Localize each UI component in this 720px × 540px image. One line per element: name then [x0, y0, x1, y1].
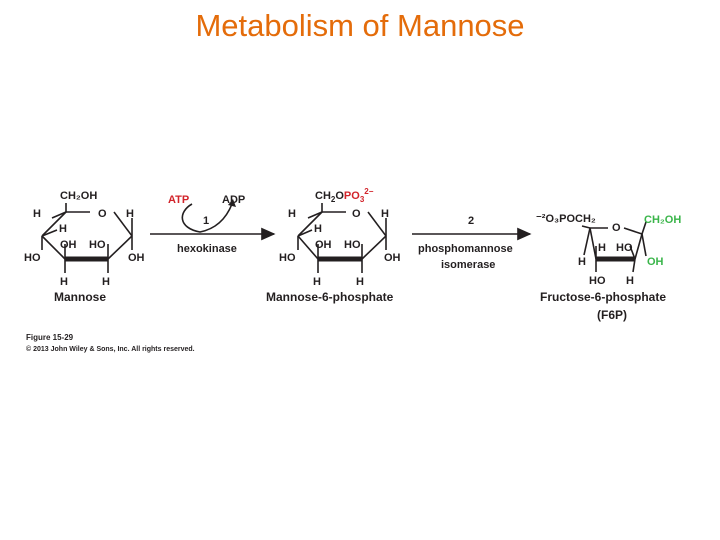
m6p-h-c1: H [381, 208, 389, 220]
page-title: Metabolism of Mannose [195, 8, 525, 43]
mannose-name: Mannose [54, 290, 106, 304]
m6p-h-c4: H [314, 223, 322, 235]
f6p-abbreviation: (F6P) [597, 308, 627, 322]
step-1-number: 1 [203, 215, 209, 227]
mannose-h-c3: H [60, 276, 68, 288]
mannose-h-c5: H [33, 208, 41, 220]
mannose-6-phosphate-structure: CH2OPO32− O H H H OH HO HO OH H H Mannos… [266, 187, 401, 304]
mannose-h-c2: H [102, 276, 110, 288]
m6p-ho-c4: HO [279, 252, 296, 264]
m6p-ring-oxygen: O [352, 208, 361, 220]
mannose-oh-c1: OH [128, 252, 145, 264]
mannose-ring-oxygen: O [98, 208, 107, 220]
figure-number: Figure 15-29 [26, 333, 74, 342]
f6p-h-c4-bottom: H [626, 275, 634, 287]
hexokinase-label: hexokinase [177, 243, 237, 255]
mannose-structure: CH₂OH O H H H OH HO HO OH H H Mannose [24, 190, 145, 304]
mannose-oh-c2: OH [60, 239, 77, 251]
atp-label: ATP [168, 194, 189, 206]
atp-adp-curved-arrow [181, 203, 233, 233]
f6p-oh-c2: OH [647, 256, 664, 268]
m6p-oh-c1: OH [384, 252, 401, 264]
copyright-notice: © 2013 John Wiley & Sons, Inc. All right… [26, 346, 195, 353]
f6p-c6-label: ⁻²O₃POCH₂ [536, 213, 596, 225]
m6p-h-c2: H [356, 276, 364, 288]
mannose-c6-label: CH₂OH [60, 190, 97, 202]
m6p-oh-c2: OH [315, 239, 332, 251]
mannose-ho-c4: HO [24, 252, 41, 264]
isomerase-label: isomerase [441, 259, 495, 271]
f6p-c1-label: CH₂OH [644, 214, 681, 226]
m6p-c6-label: CH2OPO32− [315, 187, 374, 204]
f6p-ho-c3-bottom: HO [589, 275, 606, 287]
f6p-h-c5: H [578, 256, 586, 268]
step-2-number: 2 [468, 215, 474, 227]
reaction-1: ATP ADP 1 hexokinase [150, 194, 276, 255]
f6p-h-c4: H [598, 242, 606, 254]
fructose-6-phosphate-structure: ⁻²O₃POCH₂ O CH₂OH H HO OH H HO H Fructos… [536, 213, 681, 322]
mannose-ho-c3: HO [89, 239, 106, 251]
phosphomannose-label: phosphomannose [418, 243, 513, 255]
f6p-ho-c3: HO [616, 242, 633, 254]
reaction-2: 2 phosphomannose isomerase [412, 215, 532, 271]
m6p-h-c5: H [288, 208, 296, 220]
m6p-ho-c3: HO [344, 239, 361, 251]
adp-label: ADP [222, 194, 245, 206]
m6p-h-c3: H [313, 276, 321, 288]
f6p-ring-oxygen: O [612, 222, 621, 234]
mannose-6-phosphate-name: Mannose-6-phosphate [266, 290, 394, 304]
mannose-h-c1: H [126, 208, 134, 220]
fructose-6-phosphate-name: Fructose-6-phosphate [540, 290, 666, 304]
mannose-h-c4: H [59, 223, 67, 235]
